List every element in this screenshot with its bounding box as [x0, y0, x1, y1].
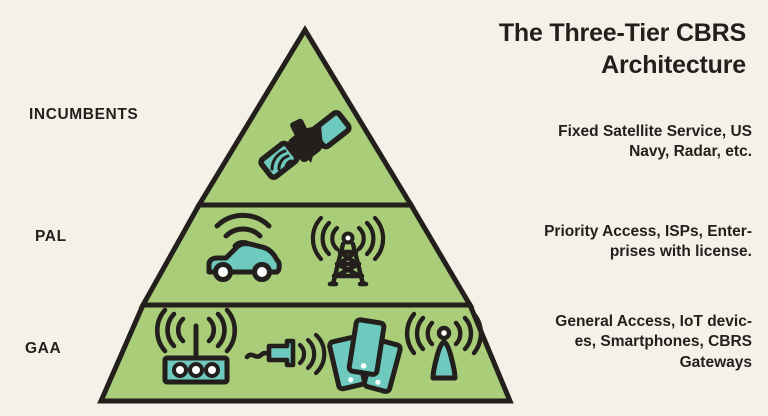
tier-label-pal: PAL [35, 228, 67, 245]
tier-description-pal: Priority Access, ISPs, Enter- prises wit… [472, 222, 752, 263]
tier-description-gaa: General Access, IoT devic- es, Smartphon… [472, 312, 752, 373]
page-title-line-2: Architecture [601, 50, 746, 79]
satellite-icon [258, 110, 352, 180]
tier-description-gaa-line-1: General Access, IoT devic- [555, 313, 752, 330]
tier-description-incumbents-line-2: Navy, Radar, etc. [629, 143, 752, 161]
tier-description-pal-line-2: prises with license. [609, 243, 752, 261]
wifi-router-icon [154, 307, 238, 385]
tier-label-incumbents: INCUMBENTS [29, 106, 139, 123]
beacon-antenna-icon [404, 311, 484, 381]
smartphones-icon [327, 317, 403, 394]
tier-description-gaa-line-2: es, Smartphones, CBRS [574, 333, 752, 351]
cell-tower-icon [310, 215, 386, 287]
connected-car-icon [206, 212, 282, 282]
tier-description-pal-line-1: Priority Access, ISPs, Enter- [544, 223, 752, 240]
tier-description-incumbents-line-1: Fixed Satellite Service, US [558, 123, 752, 140]
iot-sensor-icon [244, 332, 327, 376]
tier-shape-pal [138, 202, 475, 308]
page-title: The Three-Tier CBRS Architecture [416, 18, 746, 81]
tier-shape-incumbents [194, 25, 416, 208]
tier-description-incumbents: Fixed Satellite Service, US Navy, Radar,… [472, 122, 752, 163]
page-title-line-1: The Three-Tier CBRS [498, 19, 746, 47]
tier-description-gaa-line-3: Gateways [679, 353, 752, 371]
tier-label-gaa: GAA [25, 340, 62, 357]
